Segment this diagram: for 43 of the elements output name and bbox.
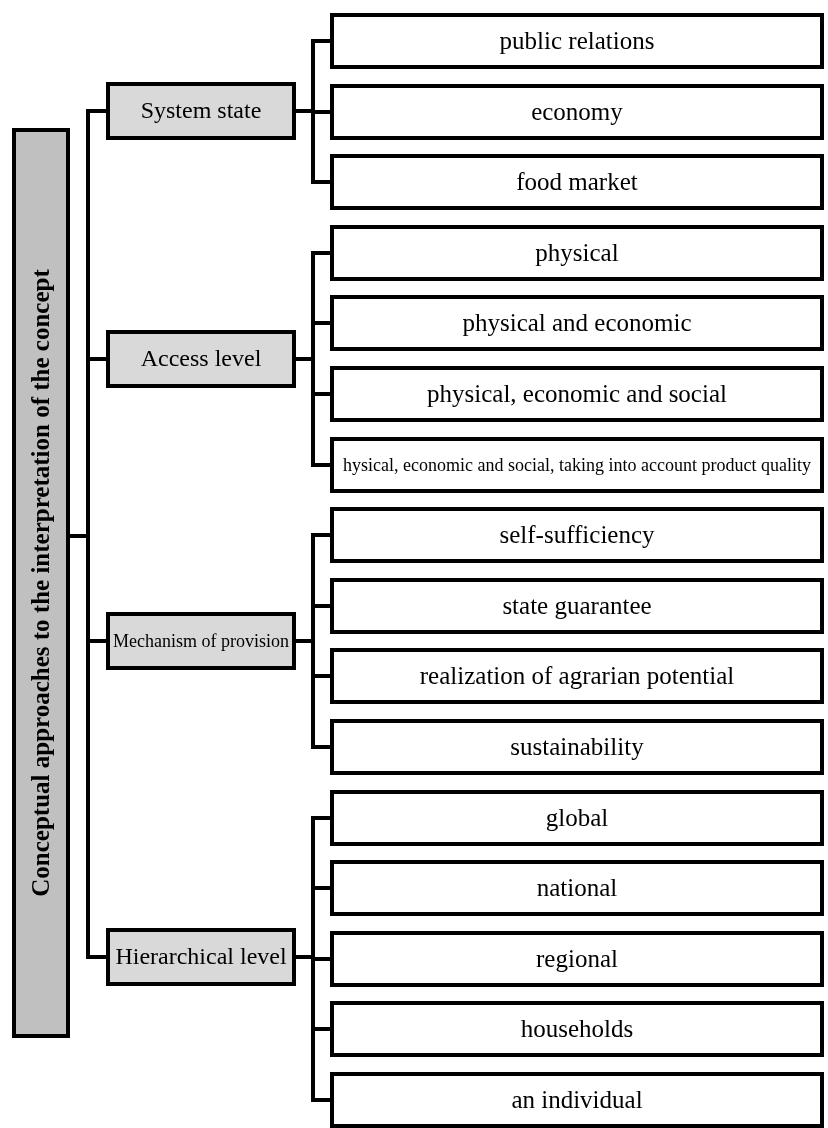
label-text: state guarantee bbox=[502, 592, 652, 620]
category-box bbox=[106, 82, 296, 140]
label-text: sustainability bbox=[510, 733, 644, 761]
label-text: economy bbox=[531, 98, 623, 126]
category-box bbox=[106, 928, 296, 986]
label-text: physical, economic and social bbox=[427, 380, 727, 408]
label-text: hysical, economic and social, taking into account product quality bbox=[343, 455, 811, 475]
item-box bbox=[330, 225, 824, 281]
label-text: an individual bbox=[511, 1086, 643, 1114]
label-text: households bbox=[520, 1015, 634, 1043]
item-box bbox=[330, 507, 824, 563]
title-text: Conceptual approaches to the interpretation of the concept bbox=[27, 269, 55, 897]
label-text: national bbox=[536, 874, 618, 902]
label-text: Mechanism of provision bbox=[113, 631, 289, 651]
label-text: self-sufficiency bbox=[499, 521, 655, 549]
label-text: Access level bbox=[140, 346, 262, 372]
category-box bbox=[106, 612, 296, 670]
item-box bbox=[330, 366, 824, 422]
item-box bbox=[330, 790, 824, 846]
label-text: physical bbox=[535, 239, 619, 267]
item-box bbox=[330, 1072, 824, 1128]
label-text: physical and economic bbox=[462, 309, 692, 337]
item-box bbox=[330, 648, 824, 704]
label-text: regional bbox=[536, 945, 618, 973]
item-box bbox=[330, 295, 824, 351]
connector-line bbox=[294, 109, 332, 184]
category-box bbox=[106, 330, 296, 388]
item-box bbox=[330, 578, 824, 634]
item-box bbox=[330, 154, 824, 210]
item-box bbox=[330, 437, 824, 493]
item-box bbox=[330, 719, 824, 775]
title-box bbox=[12, 128, 70, 1038]
label-text: public relations bbox=[499, 27, 655, 55]
item-box bbox=[330, 931, 824, 987]
label-text: realization of agrarian potential bbox=[419, 662, 735, 690]
label-text: global bbox=[545, 804, 609, 832]
item-box bbox=[330, 860, 824, 916]
label-text: System state bbox=[140, 98, 262, 124]
item-box bbox=[330, 13, 824, 69]
label-text: food market bbox=[516, 168, 638, 196]
item-box bbox=[330, 84, 824, 140]
item-box bbox=[330, 1001, 824, 1057]
label-text: Hierarchical level bbox=[115, 944, 287, 970]
